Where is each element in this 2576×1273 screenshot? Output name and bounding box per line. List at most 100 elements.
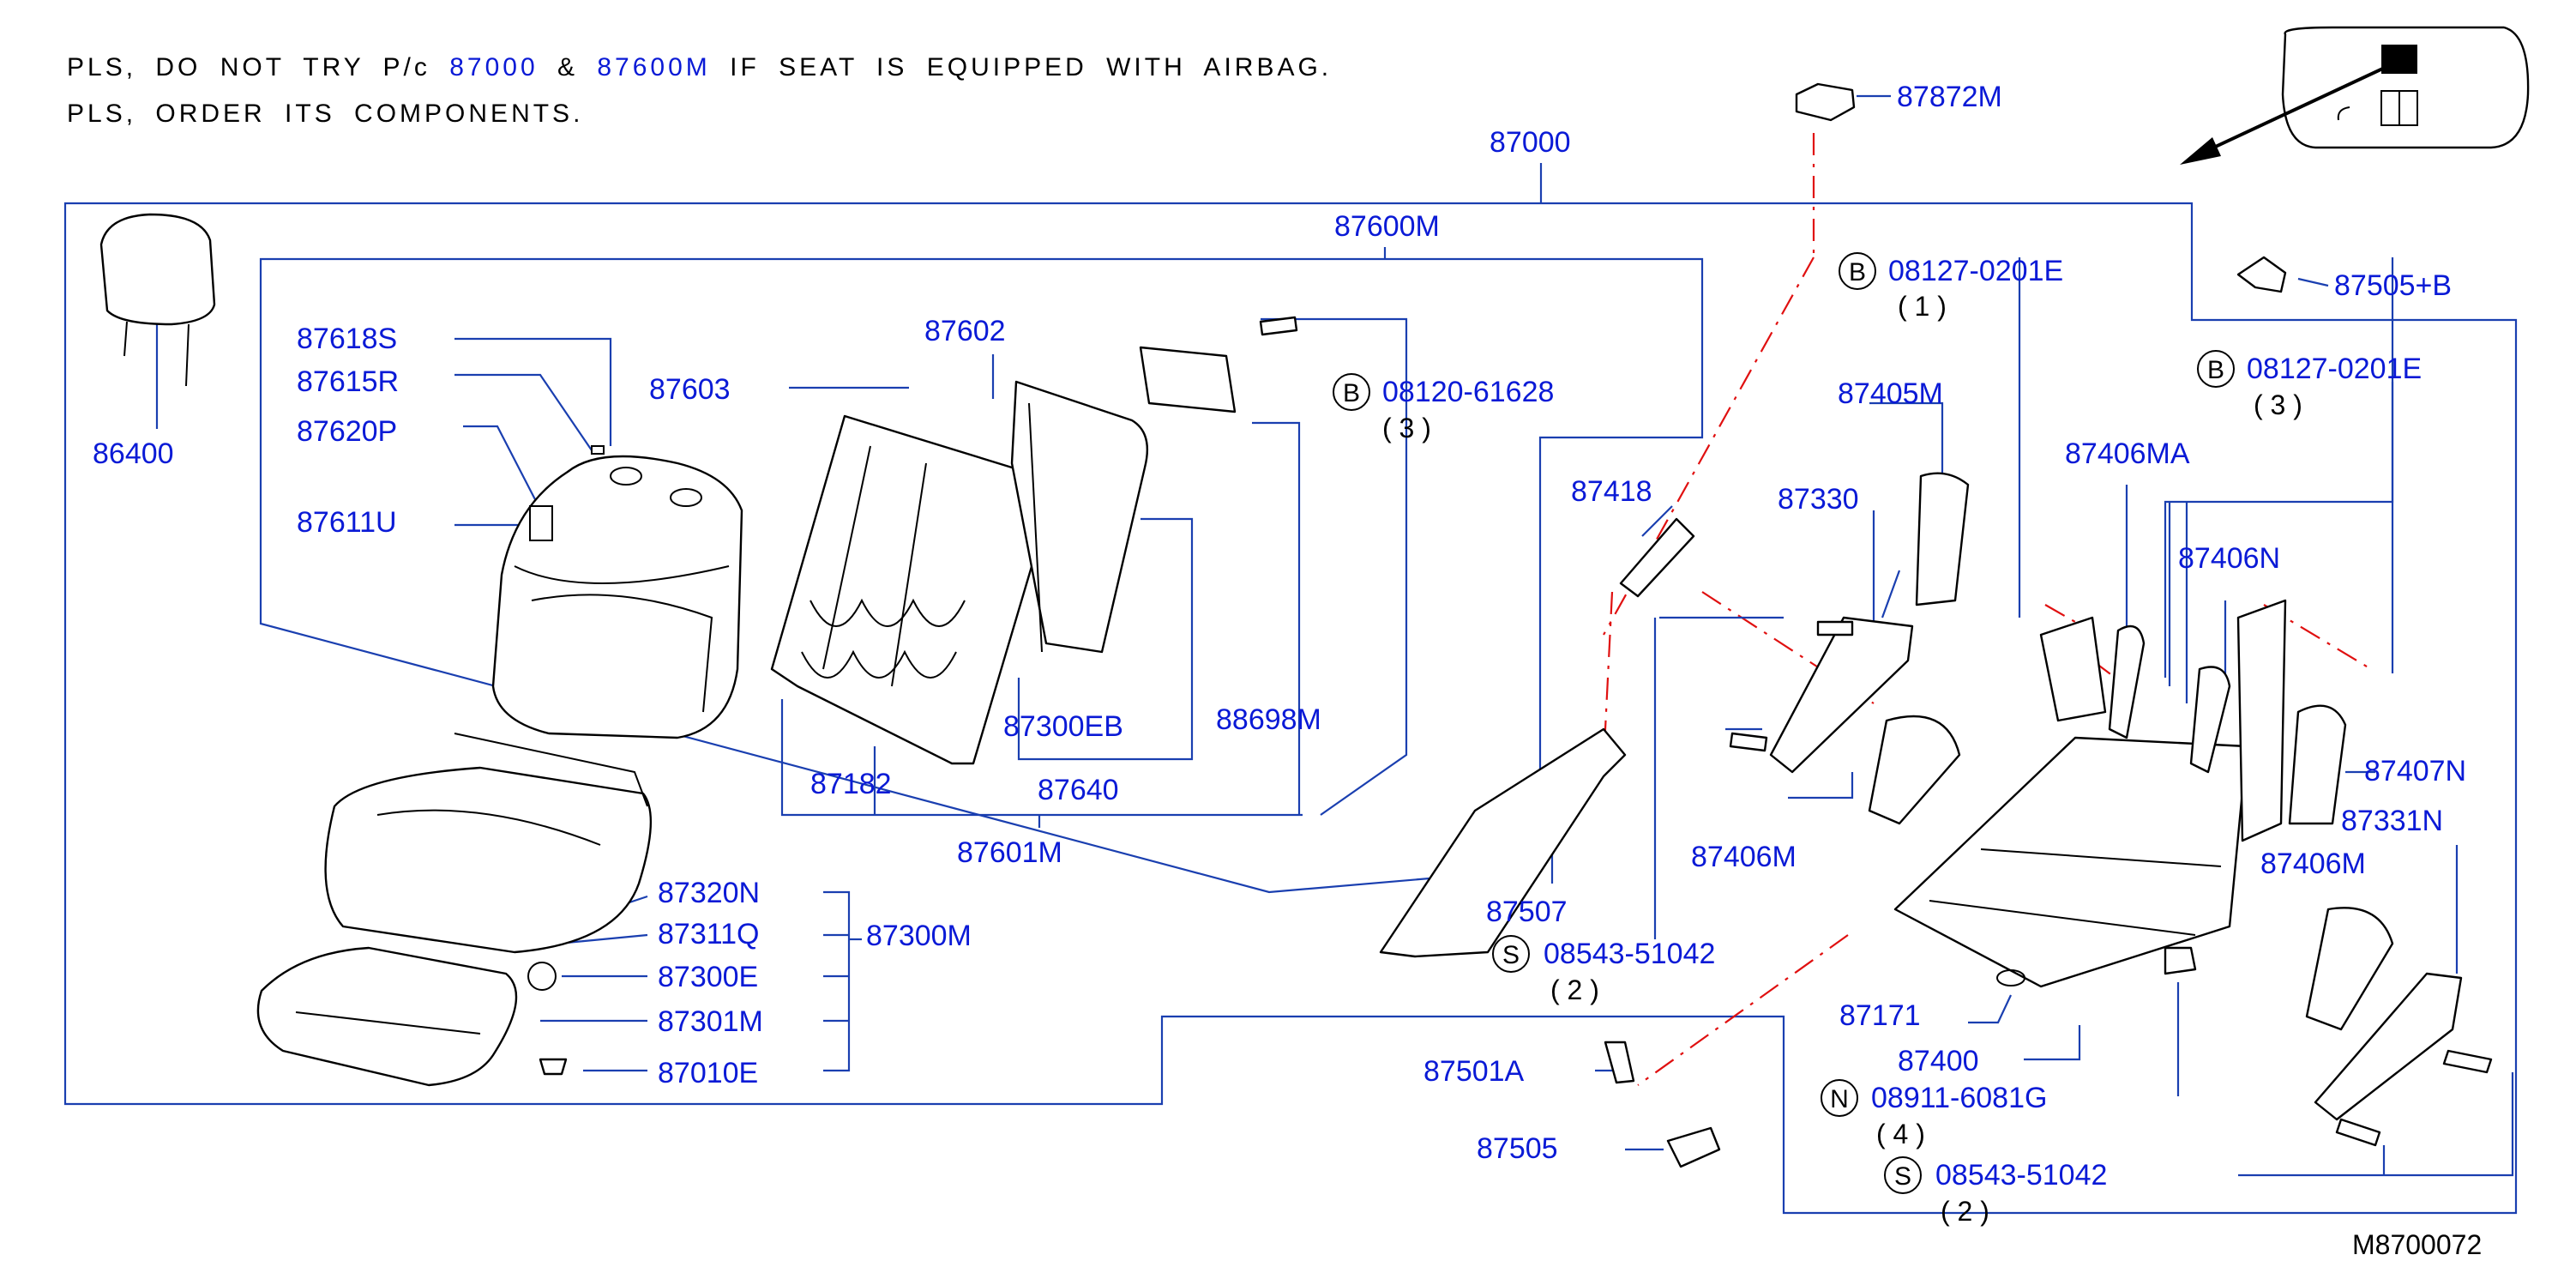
label-87640[interactable]: 87640	[1038, 774, 1119, 806]
callout-part-number: 08127-0201E	[1888, 255, 2063, 287]
label-87171[interactable]: 87171	[1839, 999, 1921, 1032]
label-87600m[interactable]: 87600M	[1334, 210, 1440, 243]
leader-lines	[155, 94, 2514, 1177]
label-87311q[interactable]: 87311Q	[658, 918, 759, 950]
seatback-rear-panel-drawing	[1010, 380, 1148, 654]
assembly-boundaries	[63, 163, 2518, 1215]
part-drawings	[99, 82, 2493, 1168]
label-88698m[interactable]: 88698M	[1216, 703, 1321, 736]
part-08911-nut-drawing	[2164, 946, 2197, 975]
svg-text:N: N	[1830, 1085, 1849, 1113]
label-87406m[interactable]: 87406M	[1691, 841, 1797, 873]
badge-b-icon	[1333, 373, 1370, 411]
label-87501a[interactable]: 87501A	[1423, 1055, 1525, 1088]
seatback-frame-drawing	[770, 414, 1044, 765]
label-87618s[interactable]: 87618S	[297, 323, 397, 355]
callout-quantity: ( 2 )	[1941, 1196, 1989, 1227]
label-87505[interactable]: 87505	[1477, 1132, 1558, 1165]
headrest-86400-drawing	[99, 213, 216, 387]
callout-quantity: ( 2 )	[1550, 974, 1599, 1005]
callout-part-number: 08127-0201E	[2247, 353, 2422, 385]
callout-quantity: ( 3 )	[2254, 389, 2302, 420]
part-87505b-drawing	[2236, 256, 2287, 293]
label-87406m-right[interactable]: 87406M	[2260, 848, 2366, 880]
label-87406n[interactable]: 87406N	[2178, 542, 2280, 575]
part-87300e-drawing	[527, 962, 557, 991]
label-87507[interactable]: 87507	[1486, 896, 1568, 928]
bolt-drawings	[1259, 316, 2493, 1147]
svg-text:S: S	[1502, 941, 1520, 969]
callout-quantity: ( 1 )	[1898, 291, 1947, 322]
label-87620p[interactable]: 87620P	[297, 415, 397, 448]
seat-location-icon	[2180, 26, 2530, 165]
callout-part-number: 08543-51042	[1935, 1159, 2107, 1192]
label-87872m[interactable]: 87872M	[1897, 81, 2002, 113]
label-87602[interactable]: 87602	[924, 315, 1006, 347]
label-87407n[interactable]: 87407N	[2364, 755, 2466, 787]
part-labels: 87000 87600M 87872M 87505+B 86400 87618S…	[93, 81, 2482, 1260]
part-87331n-drawing	[2314, 972, 2463, 1121]
label-87000[interactable]: 87000	[1490, 126, 1571, 159]
label-87400[interactable]: 87400	[1898, 1045, 1979, 1077]
label-87611u[interactable]: 87611U	[297, 506, 397, 539]
part-87406m-right-drawing	[2305, 907, 2394, 1031]
label-87405m[interactable]: 87405M	[1838, 377, 1943, 410]
airbag-warning-line-1: PLS, DO NOT TRY P/c 87000 & 87600M IF SE…	[67, 53, 1333, 81]
part-87406m-drawing	[1868, 715, 1961, 825]
callout-n-08911-6081g[interactable]: N 08911-6081G ( 4 )	[1821, 1079, 2047, 1149]
label-87300eb[interactable]: 87300EB	[1003, 710, 1123, 743]
callout-b-08127-0201e-3[interactable]: B 08127-0201E ( 3 )	[2197, 350, 2422, 420]
part-87330-drawing	[1769, 616, 1914, 774]
airbag-warning-line-2: PLS, ORDER ITS COMPONENTS.	[67, 100, 584, 128]
label-87330[interactable]: 87330	[1778, 483, 1859, 516]
part-87872m-drawing	[1795, 82, 1856, 122]
part-87507-drawing	[1379, 727, 1627, 958]
badge-n-icon	[1821, 1079, 1858, 1117]
badge-s-icon	[1492, 935, 1530, 973]
label-87300m[interactable]: 87300M	[866, 920, 972, 952]
callout-b-08127-0201e-1[interactable]: B 08127-0201E ( 1 )	[1839, 252, 2063, 322]
label-87301m[interactable]: 87301M	[658, 1005, 763, 1038]
note-part-87600m[interactable]: 87600M	[597, 53, 711, 81]
badge-s-icon	[1884, 1156, 1922, 1194]
badge-b-icon	[1839, 252, 1876, 290]
badge-b-icon	[2197, 350, 2235, 388]
label-87418[interactable]: 87418	[1571, 475, 1652, 508]
label-87331n[interactable]: 87331N	[2341, 805, 2443, 837]
part-87406ma-drawing	[2108, 624, 2146, 739]
part-87418-drawing	[1619, 517, 1695, 598]
direction-arrow-icon	[2180, 137, 2221, 165]
assembly-87600m-outline	[259, 257, 1704, 894]
part-87171-drawing	[1996, 969, 2025, 986]
part-87406n-drawing	[2189, 666, 2231, 774]
label-87320n[interactable]: 87320N	[658, 877, 760, 909]
assembly-87000-outline	[63, 202, 2518, 1215]
label-87182[interactable]: 87182	[810, 768, 892, 800]
callout-quantity: ( 4 )	[1876, 1119, 1925, 1149]
callout-s-08543-51042-right[interactable]: S 08543-51042 ( 2 )	[1884, 1156, 2107, 1227]
callout-quantity: ( 3 )	[1382, 413, 1431, 443]
diagram-code: M8700072	[2352, 1229, 2482, 1260]
note-part-87000[interactable]: 87000	[449, 53, 539, 81]
callout-part-number: 08543-51042	[1544, 938, 1715, 970]
label-87300e[interactable]: 87300E	[658, 961, 758, 993]
label-87601m[interactable]: 87601M	[957, 836, 1062, 869]
label-87406ma[interactable]: 87406MA	[2065, 437, 2190, 470]
label-87505b[interactable]: 87505+B	[2334, 269, 2452, 302]
label-86400[interactable]: 86400	[93, 437, 174, 470]
callout-part-number: 08120-61628	[1382, 376, 1554, 408]
seatback-trim-drawing	[491, 445, 743, 739]
callout-s-08543-51042-left[interactable]: S 08543-51042 ( 2 )	[1492, 935, 1715, 1005]
label-87615r[interactable]: 87615R	[297, 365, 399, 398]
label-87603[interactable]: 87603	[649, 373, 731, 406]
callout-part-number: 08911-6081G	[1871, 1082, 2047, 1114]
svg-text:B: B	[1849, 258, 1866, 287]
part-87505-drawing	[1666, 1126, 1721, 1168]
callout-b-08120-61628[interactable]: B 08120-61628 ( 3 )	[1333, 373, 1554, 443]
seat-cushion-drawing	[324, 733, 653, 954]
part-87405m-drawing	[1915, 472, 1970, 606]
svg-text:B: B	[2207, 356, 2224, 384]
label-87010e[interactable]: 87010E	[658, 1057, 758, 1089]
svg-text:S: S	[1894, 1162, 1911, 1191]
